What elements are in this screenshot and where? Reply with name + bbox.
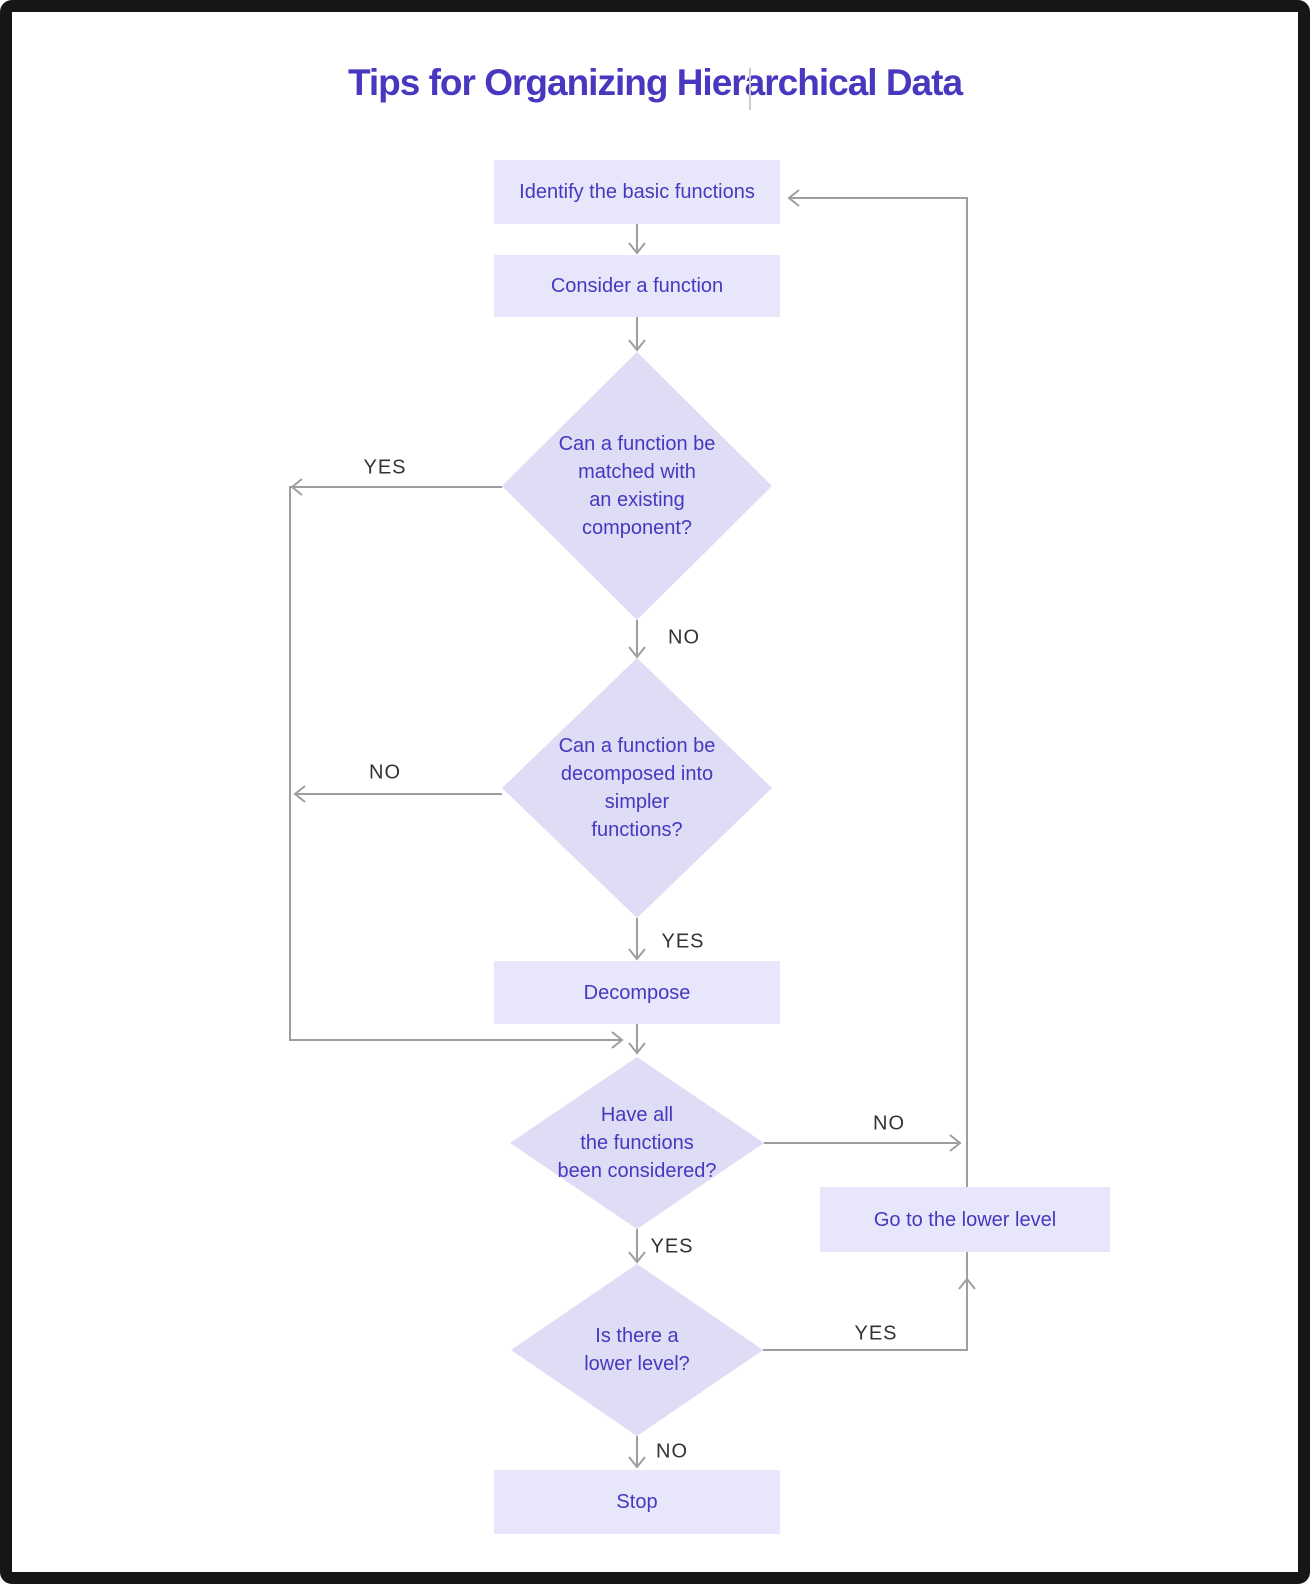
node-label: Identify the basic functions [519,181,755,203]
node-go-to-lower-level[interactable]: Go to the lower level [820,1187,1110,1252]
node-decompose[interactable]: Decompose [494,961,780,1024]
diagram-canvas: Tips for Organizing Hierarchical Data [12,12,1298,1572]
node-label: Can a function be decomposed into simple… [558,735,716,841]
connector-wires [289,189,976,1469]
edge-label-lower-no[interactable]: NO [656,1440,688,1463]
arrowhead-left-match-yes [290,478,303,496]
edge-label-lower-yes[interactable]: YES [854,1322,898,1345]
node-label: Can a function be matched with an existi… [558,433,716,539]
wire-lower-yes-to-goto [763,1252,968,1351]
node-label: Is there a lower level? [584,1325,690,1375]
arrowhead-down-consider [628,242,646,255]
diagram-title[interactable]: Tips for Organizing Hierarchical Data [347,62,963,103]
edge-label-match-yes[interactable]: YES [363,456,407,479]
arrowhead-right-loop-merge [611,1031,624,1049]
text-cursor [749,68,751,110]
node-stop[interactable]: Stop [494,1470,780,1534]
edge-label-match-no[interactable]: NO [668,626,700,649]
wire-match-yes-left-loop [289,486,620,1041]
node-label: Decompose [583,981,691,1004]
arrowhead-down-decompose-q [628,646,646,659]
node-consider-a-function[interactable]: Consider a function [494,255,780,317]
wire-feedback-to-identify [791,197,968,1187]
arrowhead-left-decompose-no [293,785,306,803]
edge-label-considered-no[interactable]: NO [873,1112,905,1135]
arrowhead-down-decompose [628,948,646,961]
node-label: Consider a function [550,275,724,297]
decision-decompose-into-simpler[interactable]: Can a function be decomposed into simple… [502,658,772,918]
edge-label-considered-yes[interactable]: YES [650,1235,694,1258]
edge-label-decompose-yes[interactable]: YES [661,930,705,953]
node-label: Stop [616,1491,658,1513]
arrowhead-down-stop [628,1456,646,1469]
arrowhead-right-considered-no [949,1134,962,1152]
arrowhead-down-considered [628,1042,646,1055]
node-label: Go to the lower level [873,1208,1057,1231]
arrowhead-down-match [628,339,646,352]
decision-match-existing-component[interactable]: Can a function be matched with an existi… [502,352,772,620]
edge-label-decompose-no[interactable]: NO [369,761,401,784]
node-identify-basic-functions[interactable]: Identify the basic functions [494,160,780,224]
node-label: Have all the functions been considered? [557,1104,717,1182]
decision-all-functions-considered[interactable]: Have all the functions been considered? [510,1057,764,1229]
arrowhead-up-goto-lower [958,1277,976,1290]
decision-is-there-lower-level[interactable]: Is there a lower level? [511,1264,763,1436]
arrowhead-down-lower-q [628,1251,646,1264]
arrowhead-left-identify [787,189,800,207]
